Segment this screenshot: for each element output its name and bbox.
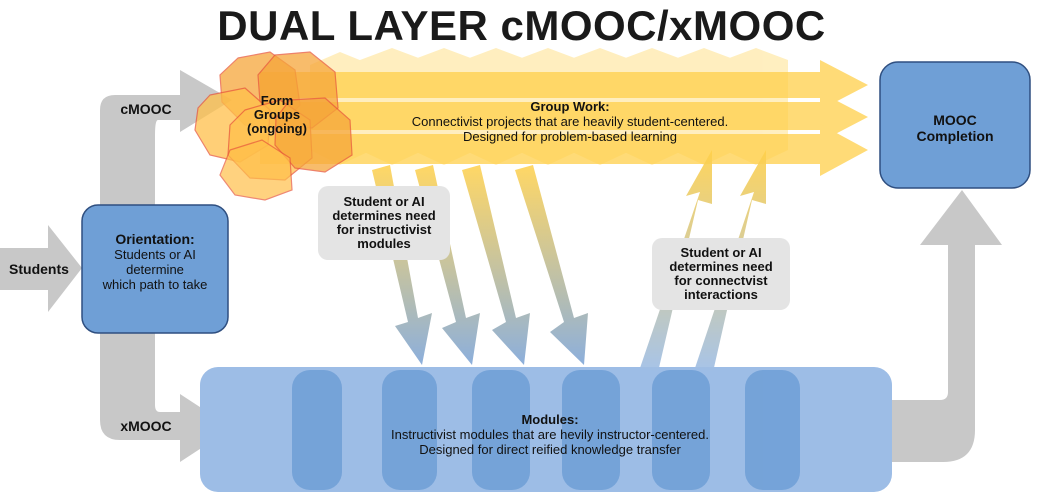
students-label: Students [9,261,69,277]
gray-flow-arrows [0,70,1002,462]
callout-line: modules [357,236,411,251]
modules-heading: Modules: [521,412,579,427]
modules-text: Modules: Instructivist modules that are … [330,412,770,457]
form-groups-cluster [194,51,353,201]
form-groups-line: (ongoing) [247,121,307,136]
group-work-text: Group Work: Connectivist projects that a… [350,99,790,144]
orientation-text: Orientation: Students or AI determine wh… [82,231,228,293]
modules-band [200,367,892,492]
orientation-box [81,204,229,334]
modules-line: Instructivist modules that are hevily in… [391,427,709,442]
completion-arrow [878,190,1002,462]
module-pill [472,370,530,490]
callout-line: for instructivist [336,222,432,237]
module-pill [292,370,342,490]
callout-line: for connectvist [674,273,768,288]
xmooc-label: xMOOC [120,418,172,434]
connectivist-callout: Student or AI determines need for connec… [652,238,790,310]
callout-line: Student or AI [680,245,762,260]
completion-text: MOOC Completion [880,112,1030,144]
students-arrow [0,225,82,312]
group-work-arrows [260,60,868,176]
completion-line: MOOC [933,112,977,128]
module-pills [292,370,800,490]
callout-line: Student or AI [343,194,425,209]
module-pill [745,370,800,490]
module-pill [382,370,437,490]
group-work-line: Designed for problem-based learning [463,129,677,144]
cmooc-branch-arrow [100,70,232,205]
instructivist-callout: Student or AI determines need for instru… [318,186,450,260]
form-groups-line: Form [260,93,294,108]
xmooc-branch-arrow [100,330,232,462]
orientation-line: Students or AI [114,247,196,262]
group-work-heading: Group Work: [530,99,610,114]
callout-line: interactions [684,287,758,302]
group-work-line: Connectivist projects that are heavily s… [411,114,729,129]
callout-line: determines need [669,259,773,274]
connectivist-arrows [640,150,766,372]
orientation-heading: Orientation: [115,231,195,247]
diagram-title: DUAL LAYER cMOOC/xMOOC [217,2,826,49]
callout-line: determines need [332,208,436,223]
completion-box [879,61,1031,189]
cmooc-label: cMOOC [120,101,172,117]
modules-line: Designed for direct reified knowledge tr… [419,442,681,457]
form-groups-text: Form Groups (ongoing) [234,94,320,136]
module-pill [562,370,620,490]
orientation-line: which path to take [102,277,208,292]
completion-line: Completion [916,128,994,144]
module-pill [652,370,710,490]
form-groups-line: Groups [253,107,301,122]
orientation-line: determine [126,262,184,277]
